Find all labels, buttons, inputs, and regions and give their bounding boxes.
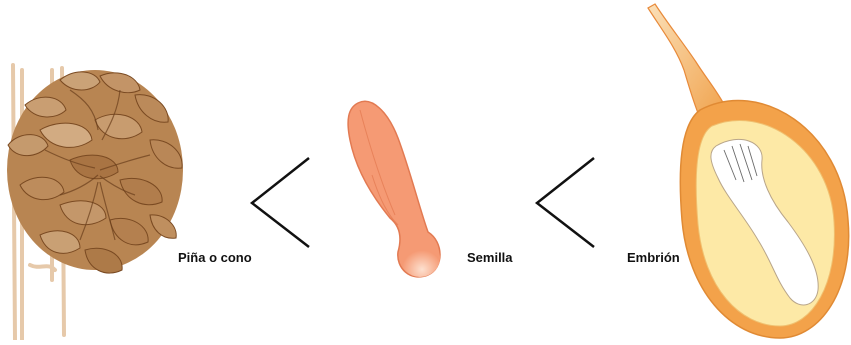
cone-label: Piña o cono <box>178 250 252 265</box>
embryo-label: Embrión <box>627 250 680 265</box>
chevron-left-icon <box>537 158 594 247</box>
seed-label: Semilla <box>467 250 513 265</box>
seed-kernel <box>400 239 440 277</box>
embryo-icon <box>648 4 849 338</box>
chevron-left-icon <box>252 158 309 247</box>
pine-cone-icon <box>7 65 183 340</box>
seed-icon <box>348 101 440 277</box>
embryo-stalk <box>648 4 726 118</box>
